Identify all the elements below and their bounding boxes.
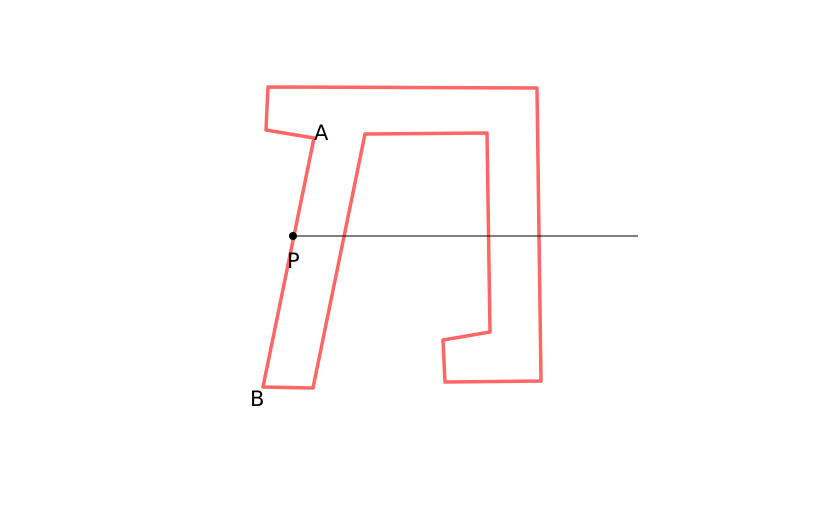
- label-p: P: [287, 249, 300, 273]
- shape-outline: [261, 85, 543, 390]
- label-a: A: [314, 121, 329, 145]
- point-p: [289, 232, 297, 240]
- label-b: B: [250, 387, 264, 411]
